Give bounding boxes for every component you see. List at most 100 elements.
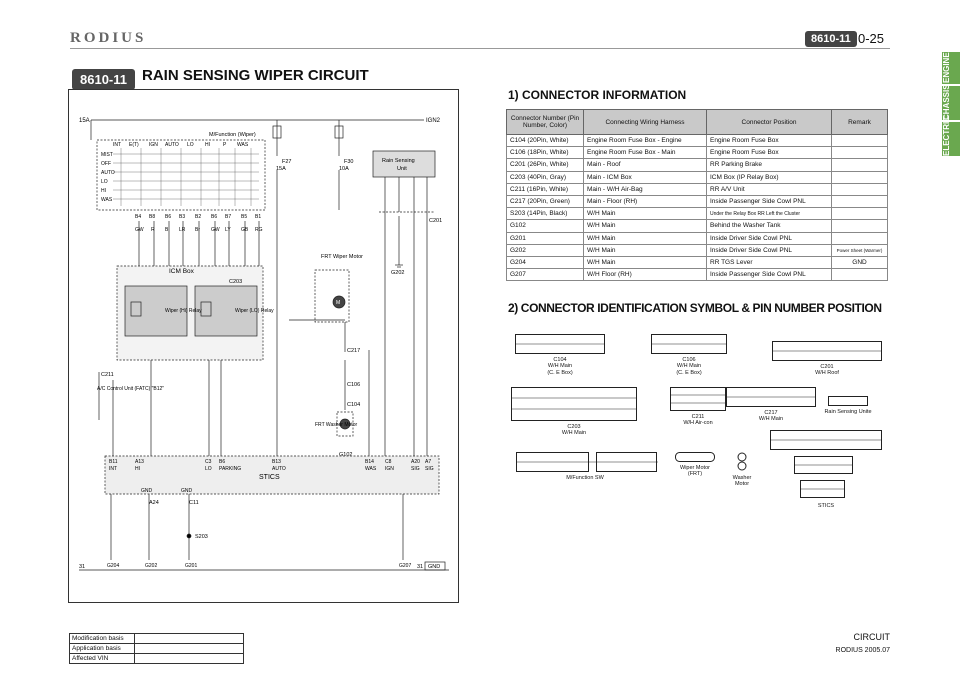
svg-text:LO: LO <box>101 179 108 185</box>
header-rule <box>70 48 890 49</box>
svg-text:B14: B14 <box>365 459 374 465</box>
svg-text:GND: GND <box>428 564 440 570</box>
svg-text:B8: B8 <box>149 214 155 220</box>
svg-text:HI: HI <box>101 188 106 194</box>
label-mfunc: M/Function (Wiper) <box>209 132 256 138</box>
svg-text:B1: B1 <box>255 214 261 220</box>
svg-text:G202: G202 <box>391 270 404 276</box>
svg-text:E(T): E(T) <box>129 142 139 148</box>
connector-info-row: C217 (20Pin, Green)Main - Floor (RH)Insi… <box>506 194 888 209</box>
svg-text:A13: A13 <box>135 459 144 465</box>
svg-text:B13: B13 <box>272 459 281 465</box>
svg-text:M: M <box>336 300 340 306</box>
svg-text:G201: G201 <box>185 563 197 569</box>
svg-text:C106: C106 <box>347 382 360 388</box>
svg-text:B5: B5 <box>241 214 247 220</box>
label-stics: STICS <box>259 474 280 481</box>
label-icm-box: ICM Box <box>169 268 195 275</box>
footer-circuit: CIRCUIT <box>853 632 891 642</box>
svg-text:G102: G102 <box>339 452 352 458</box>
label-frt-washer-motor: FRT Washer Motor <box>315 422 357 428</box>
section-connector-info-title: 1) CONNECTOR INFORMATION <box>508 88 687 102</box>
svg-text:C3: C3 <box>205 459 212 465</box>
page-number: 0-25 <box>858 31 885 46</box>
svg-text:GND: GND <box>141 488 153 494</box>
svg-text:B: B <box>165 227 169 233</box>
svg-text:SIG: SIG <box>411 466 420 472</box>
svg-text:B11: B11 <box>109 459 118 465</box>
connector-rain-sensing-unit: Rain Sensing Unite <box>816 396 880 415</box>
svg-text:WAS: WAS <box>237 142 249 148</box>
connector-info-row: C104 (20Pin, White)Engine Room Fuse Box … <box>506 133 888 148</box>
svg-text:HI: HI <box>205 142 210 148</box>
svg-text:G202: G202 <box>145 563 157 569</box>
svg-text:F27: F27 <box>282 159 291 165</box>
svg-text:MIST: MIST <box>101 152 113 158</box>
svg-text:GW: GW <box>211 227 220 233</box>
svg-text:AUTO: AUTO <box>272 466 286 472</box>
side-tab-chassis[interactable]: CHASSIS <box>942 84 960 120</box>
svg-text:P: P <box>223 142 227 148</box>
svg-text:HI: HI <box>135 466 140 472</box>
svg-text:10A: 10A <box>339 166 349 172</box>
svg-text:B2: B2 <box>195 214 201 220</box>
svg-text:C8: C8 <box>385 459 392 465</box>
connector-info-row: C106 (18Pin, White)Engine Room Fuse Box … <box>506 146 888 160</box>
section-connector-id-title: 2) CONNECTOR IDENTIFICATION SYMBOL & PIN… <box>508 301 882 315</box>
svg-text:SIG: SIG <box>425 466 434 472</box>
svg-text:Br: Br <box>195 227 200 233</box>
svg-text:AUTO: AUTO <box>165 142 179 148</box>
svg-text:LR: LR <box>179 227 186 233</box>
svg-text:C11: C11 <box>189 500 199 506</box>
connector-m-function-sw: M/Function SW <box>512 452 658 481</box>
label-ac-control-unit: A/C Control Unit (FATC) "B12" <box>97 386 164 392</box>
svg-text:B6: B6 <box>165 214 171 220</box>
side-tab-engine[interactable]: ENGINE <box>942 52 960 84</box>
revision-table: Modification basis Application basis Aff… <box>69 633 244 664</box>
title-code-badge: 8610-11 <box>72 69 135 90</box>
section-code-badge: 8610-11 <box>805 31 857 47</box>
svg-text:INT: INT <box>109 466 117 472</box>
svg-text:C217: C217 <box>347 348 360 354</box>
svg-text:WAS: WAS <box>101 197 113 203</box>
svg-text:Unit: Unit <box>397 166 407 172</box>
label-ign2: IGN2 <box>426 118 441 124</box>
svg-text:S203: S203 <box>195 534 208 540</box>
svg-text:C203: C203 <box>229 279 242 285</box>
svg-text:LY: LY <box>225 227 231 233</box>
svg-text:AUTO: AUTO <box>101 170 115 176</box>
svg-text:G207: G207 <box>399 563 411 569</box>
svg-text:A20: A20 <box>411 459 420 465</box>
svg-text:C211: C211 <box>101 372 114 378</box>
side-tab-electric[interactable]: ELECTRIC <box>942 116 960 156</box>
brand-logo: RODIUS <box>70 30 147 46</box>
svg-text:A24: A24 <box>149 500 159 506</box>
svg-text:B6: B6 <box>211 214 217 220</box>
label-rain-sensing: Rain Sensing <box>382 158 415 164</box>
svg-text:C201: C201 <box>429 218 442 224</box>
svg-text:IGN: IGN <box>149 142 158 148</box>
footer-doc: RODIUS 2005.07 <box>835 647 890 654</box>
svg-text:R: R <box>151 227 155 233</box>
svg-text:INT: INT <box>113 142 121 148</box>
svg-text:GND: GND <box>181 488 193 494</box>
connector-stics: STICS <box>770 430 882 509</box>
svg-text:PARKING: PARKING <box>219 466 241 472</box>
connector-info-table: Connector Number (Pin Number, Color) Con… <box>506 109 888 282</box>
svg-text:GW: GW <box>135 227 144 233</box>
